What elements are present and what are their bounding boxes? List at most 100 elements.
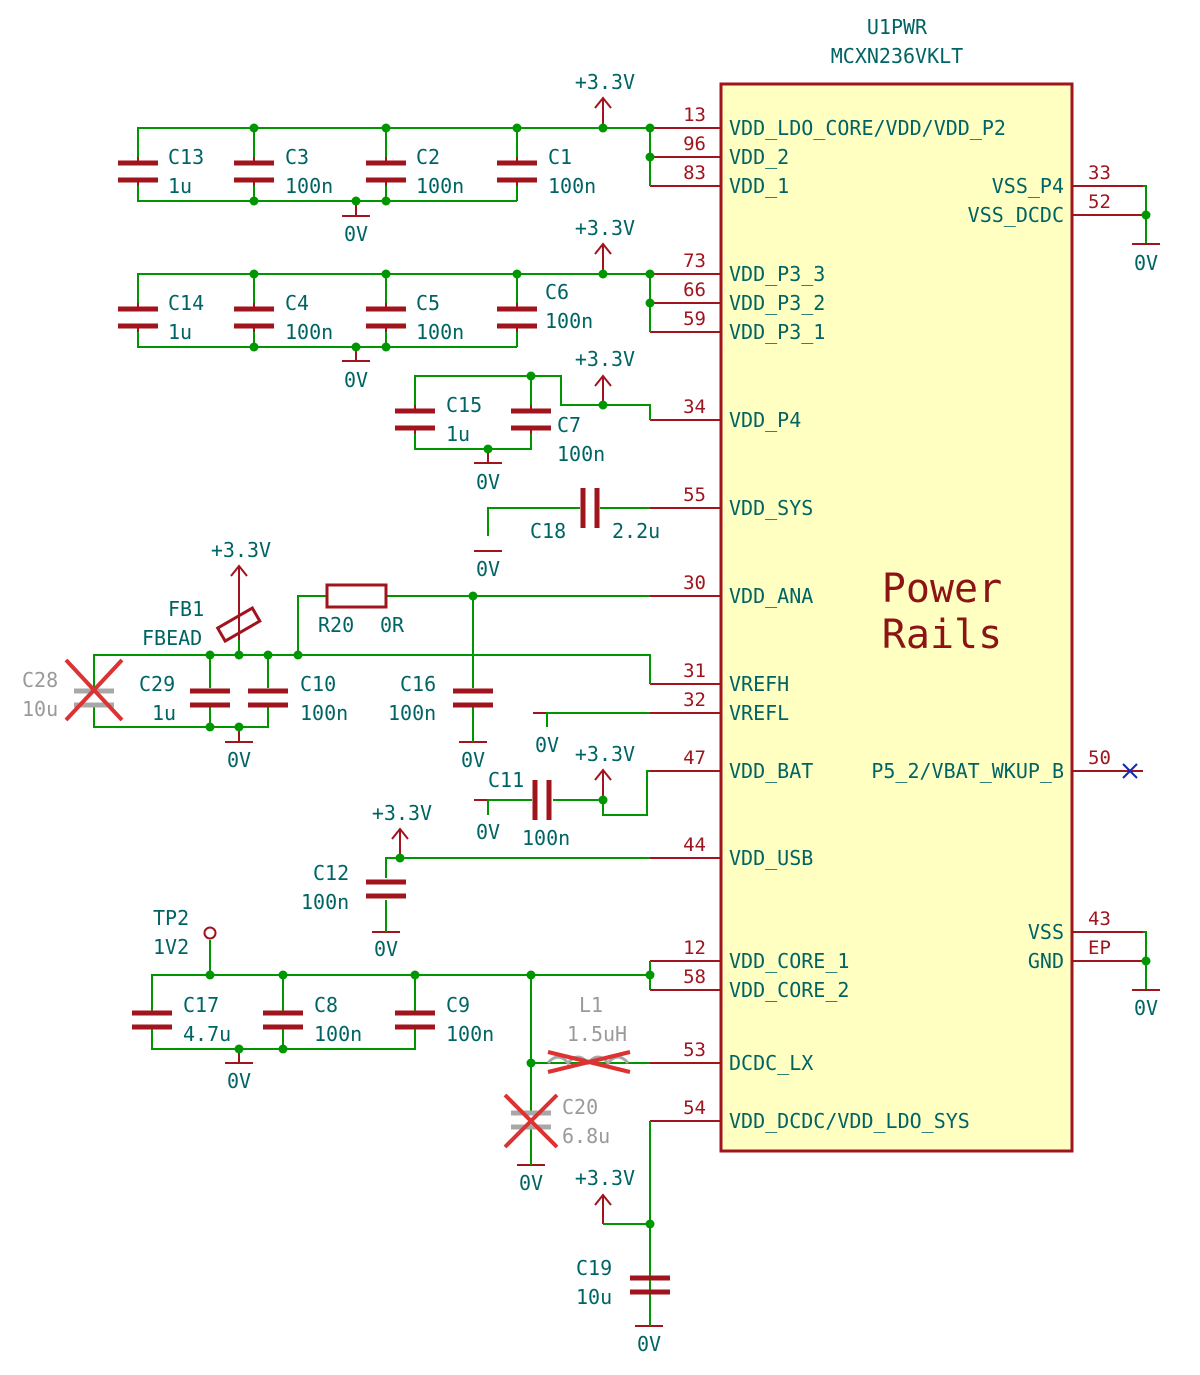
pin-name[interactable]: VDD_P3_2: [729, 291, 825, 315]
cap-value: 1u: [168, 174, 192, 198]
chip-body[interactable]: [719, 82, 1074, 1153]
cap-ref: C18: [530, 519, 566, 543]
supply-label: +3.3V: [372, 801, 432, 825]
supply-label: +3.3V: [575, 70, 635, 94]
group2-wires: [137, 273, 651, 348]
supply-label: +3.3V: [575, 347, 635, 371]
cap-ref: C9: [446, 993, 470, 1017]
ferrite-bead[interactable]: [215, 606, 262, 644]
cap-value: 10u: [576, 1285, 612, 1309]
pin-name[interactable]: VDD_SYS: [729, 496, 813, 520]
cap-value: 1u: [446, 422, 470, 446]
comp-ref: FB1: [168, 597, 204, 621]
pin-name[interactable]: VDD_P3_3: [729, 262, 825, 286]
pin-name[interactable]: VDD_USB: [729, 846, 813, 870]
ground-label: 0V: [227, 1069, 251, 1093]
pin-name[interactable]: VDD_CORE_2: [729, 978, 849, 1002]
cap-value: 100n: [300, 701, 348, 725]
ground-label: 0V: [476, 557, 500, 581]
cap-value: 6.8u: [562, 1124, 610, 1148]
pin-num: 47: [683, 747, 706, 769]
cap-value: 10u: [22, 697, 58, 721]
pin-num: 52: [1088, 191, 1111, 213]
test-point[interactable]: [203, 926, 217, 940]
pin-name[interactable]: P5_2/VBAT_WKUP_B: [871, 759, 1064, 783]
chip-part: MCXN236VKLT: [831, 44, 963, 68]
supply-label: +3.3V: [575, 216, 635, 240]
cap-value: 100n: [446, 1022, 494, 1046]
comp-value: 1.5uH: [567, 1022, 627, 1046]
ground-label: 0V: [476, 470, 500, 494]
pin-name[interactable]: DCDC_LX: [729, 1051, 813, 1075]
comp-value: FBEAD: [142, 626, 202, 650]
chip-body-label-2: Rails: [882, 612, 1002, 658]
cap-value: 100n: [545, 309, 593, 333]
supply-arrows: [230, 96, 612, 1224]
cap-value: 2.2u: [612, 519, 660, 543]
supply-label: +3.3V: [211, 538, 271, 562]
pin-name[interactable]: VDD_P3_1: [729, 320, 825, 344]
cap-ref: C14: [168, 291, 204, 315]
cap-ref: C15: [446, 393, 482, 417]
pin-num: 59: [683, 308, 706, 330]
pin-name[interactable]: VSS: [1028, 920, 1064, 944]
dnp-cross-l1: [547, 1050, 631, 1074]
cap-ref: C13: [168, 145, 204, 169]
cap-ref: C20: [562, 1095, 598, 1119]
cap-ref: C5: [416, 291, 440, 315]
chip-body-label-1: Power: [882, 566, 1002, 612]
pin-name[interactable]: VDD_P4: [729, 408, 801, 432]
right-wires: [1143, 185, 1147, 990]
cap-ref: C1: [548, 145, 572, 169]
pin-name[interactable]: VSS_P4: [992, 174, 1064, 198]
pin-name[interactable]: VDD_LDO_CORE/VDD/VDD_P2: [729, 116, 1006, 140]
cap-value: 100n: [388, 701, 436, 725]
cap-ref: C10: [300, 672, 336, 696]
left-pin-lines: [650, 127, 721, 1122]
ground-label: 0V: [461, 748, 485, 772]
cap-ref: C19: [576, 1256, 612, 1280]
ground-label: 0V: [1134, 996, 1158, 1020]
pin-name[interactable]: VDD_ANA: [729, 584, 813, 608]
cap-ref: C6: [545, 280, 569, 304]
analog-wires: [93, 595, 651, 742]
ground-label: 0V: [374, 937, 398, 961]
pin-name[interactable]: VDD_CORE_1: [729, 949, 849, 973]
pin-name[interactable]: VREFL: [729, 701, 789, 725]
right-pin-lines: [1072, 185, 1143, 962]
pin-name[interactable]: VDD_1: [729, 174, 789, 198]
pin-name[interactable]: VSS_DCDC: [968, 203, 1064, 227]
comp-ref: R20: [318, 613, 354, 637]
pin-num: 12: [683, 937, 706, 959]
pin-name[interactable]: VDD_DCDC/VDD_LDO_SYS: [729, 1109, 970, 1133]
cap-ref: C16: [400, 672, 436, 696]
cap-ref: C12: [313, 861, 349, 885]
pin-num: 53: [683, 1039, 706, 1061]
cap-value: 4.7u: [183, 1022, 231, 1046]
cap-value: 100n: [285, 174, 333, 198]
dnp-cross-c28: [64, 658, 124, 722]
ground-label: 0V: [227, 748, 251, 772]
pin-name[interactable]: GND: [1028, 949, 1064, 973]
ground-label: 0V: [476, 820, 500, 844]
pin-name[interactable]: VDD_BAT: [729, 759, 813, 783]
ground-label: 0V: [637, 1332, 661, 1356]
chip-ref: U1PWR: [867, 15, 928, 39]
cap-value: 100n: [314, 1022, 362, 1046]
dnp-cross-c20: [503, 1093, 559, 1149]
pin-name[interactable]: VREFH: [729, 672, 789, 696]
pin-num: 32: [683, 689, 706, 711]
cap-ref: C7: [557, 413, 581, 437]
cap-value: 100n: [285, 320, 333, 344]
cap-value: 1u: [168, 320, 192, 344]
resistor-body[interactable]: [325, 583, 388, 609]
cap-ref: C28: [22, 668, 58, 692]
pin-num: 96: [683, 133, 706, 155]
cap-value: 100n: [557, 442, 605, 466]
pin-num: 58: [683, 966, 706, 988]
pin-num: 43: [1088, 908, 1111, 930]
cap-ref: C11: [488, 768, 524, 792]
pin-name[interactable]: VDD_2: [729, 145, 789, 169]
cap-value: 1u: [152, 701, 176, 725]
